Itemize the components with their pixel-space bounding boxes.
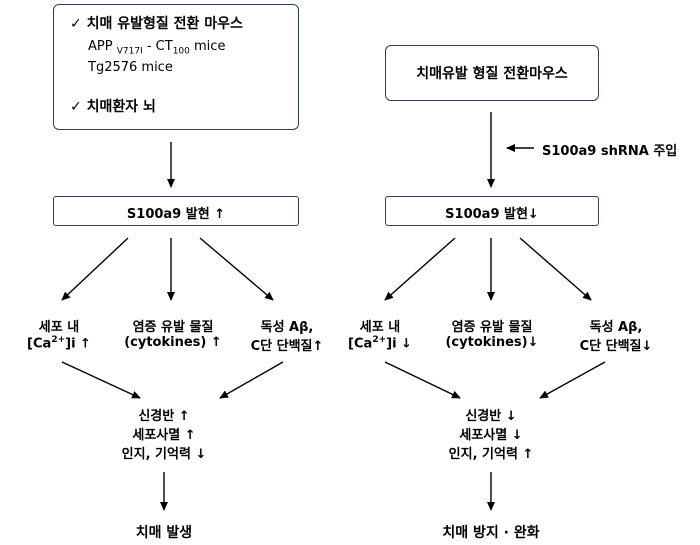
right-outcome-cognition: 인지, 기억력 ↑ (448, 447, 534, 462)
arrow-right-calcium-to-outcome (384, 361, 461, 399)
right-calcium-line1: 세포 내 (359, 320, 401, 335)
left-calcium-line1: 세포 내 (38, 320, 80, 335)
left-patient-brain: ✓ 치매환자 뇌 (70, 99, 156, 115)
arrow-left-expr-to-abeta (199, 237, 274, 301)
arrow-right-expr-to-calcium (384, 237, 456, 301)
arrow-left-expr-to-calcium (61, 237, 129, 301)
app-prefix: APP (88, 39, 113, 54)
left-outcome-cognition: 인지, 기억력 ↓ (121, 447, 207, 462)
right-calcium-line2: [Ca2+]i ↓ (348, 335, 412, 352)
right-model-title: 치매유발 형질 전환마우스 (416, 66, 568, 82)
left-model-box (53, 4, 299, 130)
arrow-right-abeta-to-outcome (539, 361, 606, 399)
right-outcome-plaque: 신경반 ↓ (465, 409, 517, 424)
left-effect-calcium: 세포 내 [Ca2+]i ↑ (4, 316, 114, 351)
left-cytokines-line1: 염증 유발 물질 (132, 320, 214, 335)
left-abeta-line2: C단 단백질↑ (250, 339, 324, 354)
right-cytokines-line2: (cytokines)↓ (445, 335, 539, 350)
left-outcome: 신경반 ↑ 세포사멸 ↑ 인지, 기억력 ↓ (94, 407, 234, 464)
right-final: 치매 방지 · 완화 (442, 525, 540, 541)
left-model-tg2576: Tg2576 mice (88, 60, 173, 75)
right-effect-calcium: 세포 내 [Ca2+]i ↓ (330, 316, 430, 351)
left-final: 치매 발생 (135, 525, 193, 541)
right-effect-abeta: 독성 Aβ, C단 단백질↓ (556, 316, 676, 354)
left-expr-label: S100a9 발현 ↑ (126, 207, 226, 222)
app-ct: - CT (142, 39, 173, 54)
left-expr-box (53, 196, 299, 226)
arrow-left-abeta-to-outcome (219, 361, 284, 399)
left-abeta-line1: 독성 Aβ, (260, 320, 314, 335)
right-expr-label: S100a9 발현↓ (445, 207, 539, 222)
shrna-injection-label: S100a9 shRNA 주입 (542, 144, 678, 159)
app-ct-sub: 100 (172, 46, 190, 57)
right-abeta-line1: 독성 Aβ, (589, 320, 643, 335)
left-calcium-line2: [Ca2+]i ↑ (27, 335, 91, 352)
left-effect-cytokines: 염증 유발 물질 (cytokines) ↑ (106, 316, 240, 350)
left-outcome-plaque: 신경반 ↑ (138, 409, 190, 424)
right-abeta-line2: C단 단백질↓ (579, 339, 653, 354)
right-cytokines-line1: 염증 유발 물질 (451, 320, 533, 335)
left-effect-abeta: 독성 Aβ, C단 단백질↑ (228, 316, 346, 354)
left-model-app: APP V717I - CT100 mice (88, 39, 225, 57)
right-expr-box (385, 196, 599, 226)
arrow-right-expr-to-abeta (519, 237, 592, 301)
arrow-left-calcium-to-outcome (61, 361, 141, 399)
right-effect-cytokines: 염증 유발 물질 (cytokines)↓ (428, 316, 556, 350)
left-cytokines-line2: (cytokines) ↑ (124, 335, 222, 350)
app-mice: mice (189, 39, 226, 54)
left-outcome-apoptosis: 세포사멸 ↑ (132, 428, 196, 443)
right-model-box (385, 45, 599, 101)
right-outcome-apoptosis: 세포사멸 ↓ (459, 428, 523, 443)
left-model-title: ✓ 치매 유발형질 전환 마우스 (70, 16, 243, 32)
app-mutation-sub: V717I (116, 46, 143, 57)
right-outcome: 신경반 ↓ 세포사멸 ↓ 인지, 기억력 ↑ (421, 407, 561, 464)
